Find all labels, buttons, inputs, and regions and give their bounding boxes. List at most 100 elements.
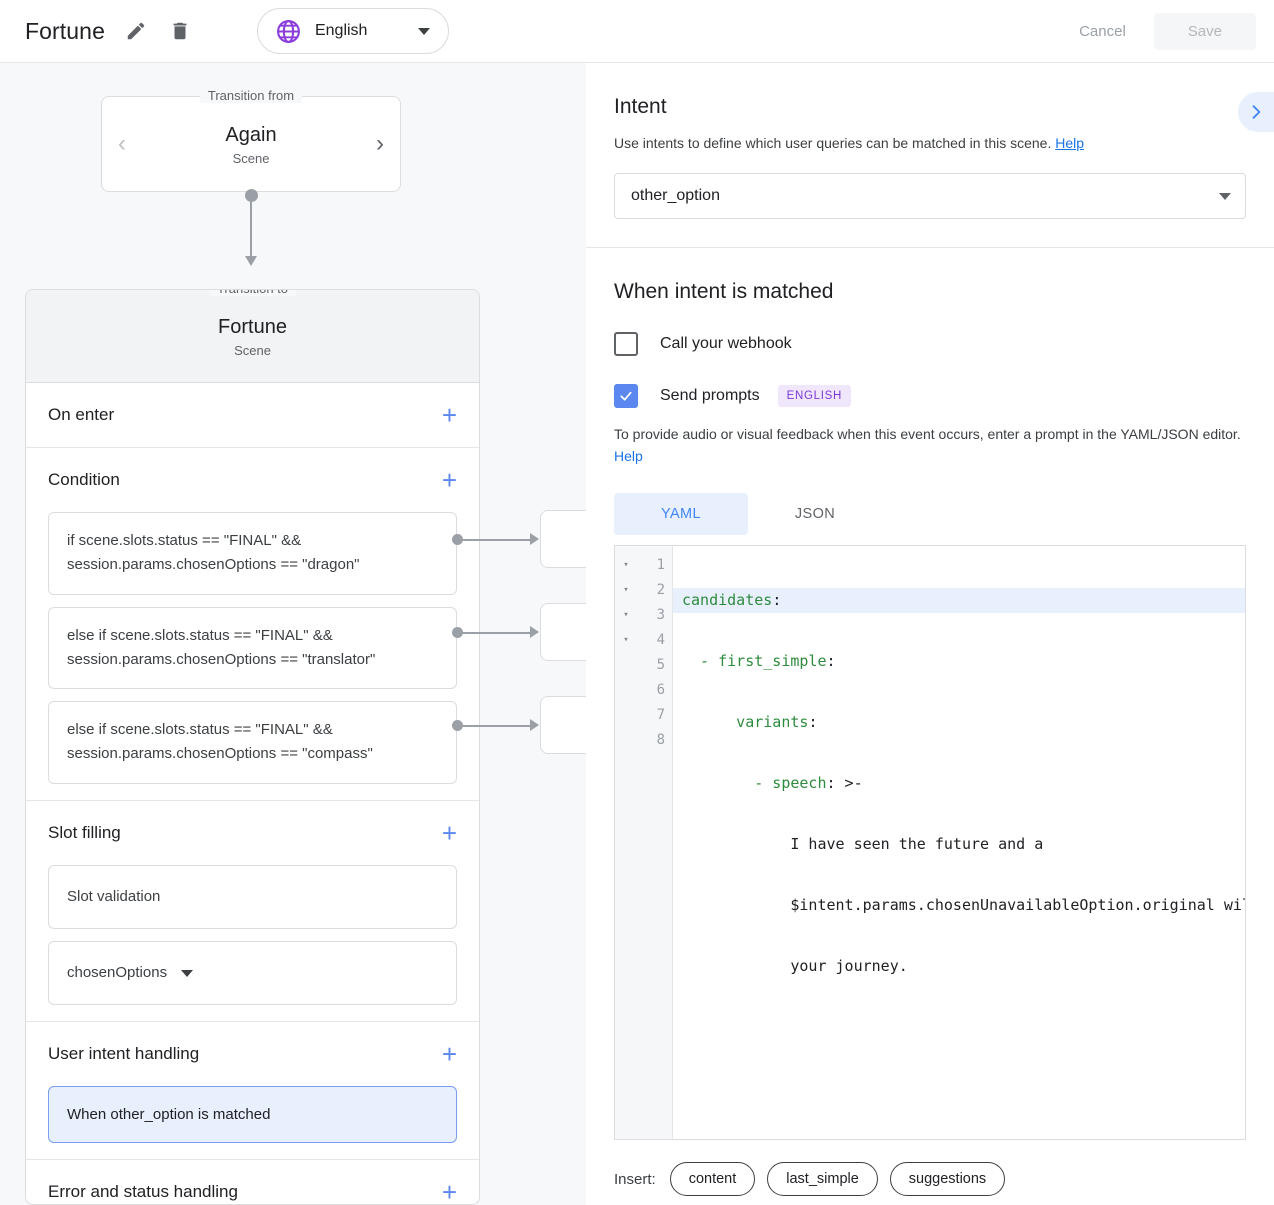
- user-intent-list: When other_option is matched: [48, 1086, 457, 1159]
- editor-code-area[interactable]: candidates: - first_simple: variants: - …: [673, 546, 1245, 1139]
- language-label: English: [314, 22, 368, 39]
- fold-toggle-icon[interactable]: ▾: [623, 634, 629, 645]
- section-slot-filling: Slot filling + Slot validation chosenOpt…: [26, 801, 479, 1023]
- gutter-line: ▾1: [615, 552, 672, 577]
- pencil-icon: [127, 22, 145, 40]
- save-button[interactable]: Save: [1153, 12, 1256, 50]
- transition-from-content: Again Scene: [142, 123, 360, 166]
- code-rest: your journey.: [682, 957, 908, 976]
- condition-list: if scene.slots.status == "FINAL" && sess…: [48, 512, 457, 800]
- condition-target-card[interactable]: [540, 696, 586, 754]
- condition-target-card[interactable]: [540, 510, 586, 568]
- gutter-line: ▾2: [615, 577, 672, 602]
- when-intent-matched-section: When intent is matched Call your webhook…: [586, 248, 1274, 1197]
- delete-trash-icon[interactable]: [163, 14, 197, 48]
- condition-target-card[interactable]: [540, 603, 586, 661]
- insert-chip-content[interactable]: content: [669, 1162, 756, 1197]
- code-line: your journey.: [673, 954, 1245, 979]
- chevron-down-icon: [1219, 192, 1231, 200]
- transition-from-type: Scene: [232, 150, 270, 166]
- insert-chip-last-simple[interactable]: last_simple: [767, 1162, 878, 1197]
- transition-from-card[interactable]: Transition from ‹ Again Scene ›: [101, 88, 401, 192]
- add-on-enter-icon[interactable]: +: [441, 400, 457, 430]
- call-webhook-checkbox[interactable]: [614, 332, 638, 356]
- condition-link-dot: [452, 627, 463, 638]
- code-line: [673, 1015, 1245, 1040]
- topbar-actions: Cancel Save: [1057, 12, 1274, 50]
- scene-graph-panel: Transition from ‹ Again Scene › Transiti…: [0, 63, 586, 1205]
- condition-link-arrow-icon: [530, 533, 539, 545]
- code-line: variants:: [673, 710, 1245, 735]
- section-condition: Condition + if scene.slots.status == "FI…: [26, 448, 479, 801]
- top-bar: Fortune English Cancel Save: [0, 0, 1274, 63]
- line-number: 2: [656, 581, 665, 598]
- gutter-line: 5: [615, 652, 672, 677]
- condition-card[interactable]: if scene.slots.status == "FINAL" && sess…: [48, 512, 457, 595]
- connector-line: [250, 196, 252, 258]
- code-rest: :: [772, 591, 782, 610]
- next-scene-arrow-icon[interactable]: ›: [376, 130, 384, 157]
- editor-help-link[interactable]: Help: [614, 447, 643, 464]
- intent-section: Intent Use intents to define which user …: [586, 63, 1274, 248]
- tab-yaml[interactable]: YAML: [614, 493, 748, 536]
- scene-type: Scene: [234, 342, 271, 358]
- section-title-slot-filling: Slot filling: [48, 822, 121, 842]
- yaml-editor[interactable]: ▾1 ▾2 ▾3 ▾4 5 6 7 8 candidates: - first_…: [614, 545, 1246, 1141]
- slot-name-label: chosenOptions: [67, 964, 168, 982]
- gutter-line: 7: [615, 702, 672, 727]
- language-selector[interactable]: English: [256, 8, 449, 54]
- transition-from-legend: Transition from: [199, 88, 303, 103]
- slot-card-chosen-options[interactable]: chosenOptions: [48, 941, 457, 1006]
- section-header-condition: Condition +: [48, 448, 457, 512]
- section-header-error-status: Error and status handling +: [48, 1160, 457, 1205]
- code-line: candidates:: [673, 588, 1245, 614]
- slot-list: Slot validation chosenOptions: [48, 864, 457, 1022]
- editor-gutter: ▾1 ▾2 ▾3 ▾4 5 6 7 8: [615, 546, 673, 1140]
- intent-select[interactable]: other_option: [614, 173, 1246, 219]
- user-intent-item-selected[interactable]: When other_option is matched: [48, 1086, 457, 1144]
- collapse-panel-button[interactable]: [1238, 92, 1274, 132]
- send-prompts-checkbox[interactable]: [614, 384, 638, 408]
- line-number: 4: [656, 631, 665, 648]
- intent-help-link[interactable]: Help: [1055, 135, 1085, 151]
- add-condition-icon[interactable]: +: [441, 465, 457, 495]
- condition-card[interactable]: else if scene.slots.status == "FINAL" &&…: [48, 606, 457, 690]
- cancel-button[interactable]: Cancel: [1057, 13, 1148, 50]
- fold-toggle-icon[interactable]: ▾: [623, 609, 629, 620]
- chevron-down-icon[interactable]: [181, 969, 194, 977]
- line-number: 5: [656, 656, 665, 673]
- add-slot-icon[interactable]: +: [441, 817, 457, 848]
- transition-to-card: Transition to Fortune Scene On enter + C…: [25, 289, 480, 1205]
- line-number: 8: [656, 731, 665, 748]
- slot-validation-card[interactable]: Slot validation: [48, 864, 457, 930]
- when-intent-matched-heading: When intent is matched: [614, 280, 834, 303]
- condition-link-dot: [452, 534, 463, 545]
- section-header-on-enter: On enter +: [48, 383, 457, 447]
- fold-toggle-icon[interactable]: ▾: [623, 559, 629, 570]
- previous-scene-arrow-icon[interactable]: ‹: [118, 130, 126, 157]
- fold-toggle-icon[interactable]: ▾: [623, 584, 629, 595]
- code-line: - speech: >-: [673, 771, 1245, 796]
- language-badge: ENGLISH: [777, 385, 851, 407]
- connector-dot: [245, 189, 258, 202]
- code-rest: $intent.params.chosenUnavailableOption.o…: [790, 896, 1245, 915]
- code-line: I have seen the future and a: [673, 832, 1245, 857]
- section-title-user-intent: User intent handling: [48, 1044, 200, 1064]
- code-rest: :: [826, 652, 836, 671]
- add-error-handler-icon[interactable]: +: [441, 1177, 457, 1205]
- code-rest: :: [808, 713, 818, 732]
- chevron-right-icon: [1252, 105, 1261, 119]
- insert-chip-suggestions[interactable]: suggestions: [889, 1162, 1006, 1197]
- condition-link-dot: [452, 720, 463, 731]
- tab-json[interactable]: JSON: [794, 506, 836, 523]
- add-user-intent-icon[interactable]: +: [441, 1039, 457, 1070]
- intent-details-panel: Intent Use intents to define which user …: [586, 63, 1274, 1205]
- line-number: 6: [656, 681, 665, 698]
- transition-to-legend: Transition to: [208, 290, 297, 296]
- connector-arrow-icon: [245, 256, 257, 266]
- send-prompts-row: Send prompts ENGLISH: [614, 384, 1246, 408]
- edit-pencil-icon[interactable]: [119, 14, 153, 48]
- code-key: - speech: [682, 774, 827, 793]
- condition-card[interactable]: else if scene.slots.status == "FINAL" &&…: [48, 701, 457, 784]
- gutter-line: 6: [615, 677, 672, 702]
